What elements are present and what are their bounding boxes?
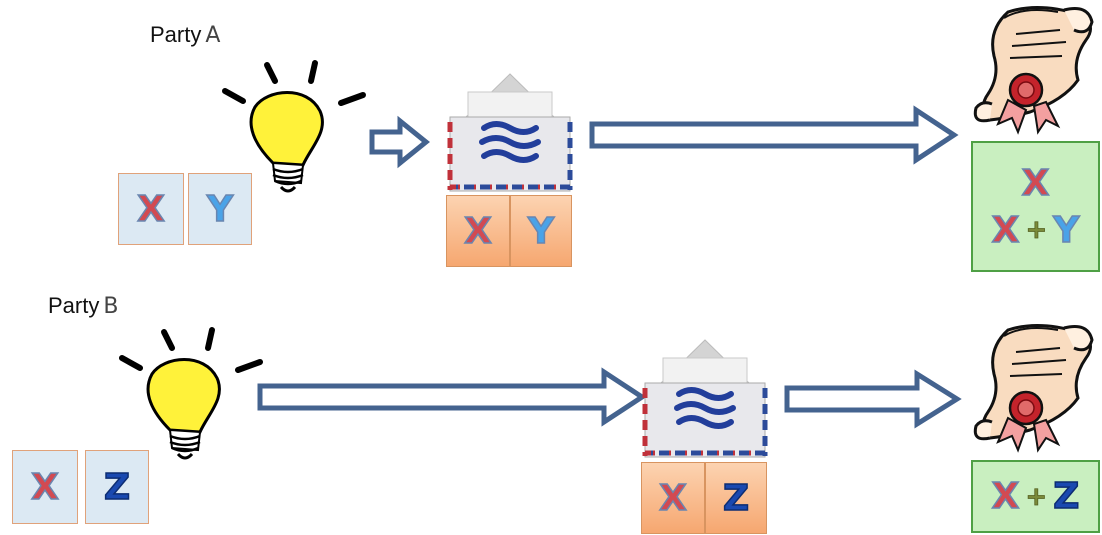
- lightbulb-icon: [119, 327, 263, 460]
- party-b-envelope-box-1: X: [641, 462, 705, 534]
- result-line-1: X: [1021, 162, 1050, 205]
- party-a-letter: A: [205, 23, 221, 48]
- arrow-right-icon: [369, 115, 430, 169]
- party-a-envelope-box-2: Y: [510, 195, 572, 267]
- symbol-x: X: [463, 210, 492, 253]
- envelope-icon: [447, 73, 576, 192]
- result-line-1: X + Z: [991, 475, 1080, 518]
- symbol-plus: +: [1025, 215, 1048, 246]
- party-a-idea-box-1: X: [118, 173, 184, 245]
- party-b-envelope-box-2: Z: [705, 462, 767, 534]
- party-b-idea-box-2: Z: [85, 450, 149, 524]
- symbol-z: Z: [103, 466, 131, 509]
- symbol-z: Z: [722, 477, 750, 520]
- symbol-x: X: [991, 475, 1020, 518]
- symbol-x: X: [991, 209, 1020, 252]
- result-line-2: X + Y: [991, 209, 1080, 252]
- lightbulb-icon: [222, 60, 366, 193]
- scroll-icon: [973, 5, 1094, 135]
- symbol-x: X: [30, 466, 59, 509]
- party-b-result-box: X + Z: [971, 460, 1100, 533]
- party-b-label-text: Party: [48, 293, 100, 318]
- envelope-icon: [642, 339, 771, 458]
- symbol-y: Y: [1052, 209, 1080, 252]
- symbol-z: Z: [1052, 475, 1080, 518]
- symbol-x: X: [1021, 162, 1050, 205]
- symbol-plus: +: [1025, 481, 1048, 512]
- arrow-right-icon: [589, 105, 959, 165]
- party-a-result-box: X X + Y: [971, 141, 1100, 272]
- symbol-y: Y: [527, 210, 555, 253]
- arrow-right-icon: [784, 369, 962, 429]
- arrow-right-icon: [257, 367, 647, 427]
- symbol-x: X: [658, 477, 687, 520]
- symbol-x: X: [136, 188, 165, 231]
- symbol-y: Y: [206, 188, 234, 231]
- party-a-label-text: Party: [150, 22, 202, 47]
- party-a-envelope-box-1: X: [446, 195, 510, 267]
- party-a-idea-box-2: Y: [188, 173, 252, 245]
- scroll-icon: [973, 323, 1094, 453]
- party-b-idea-box-1: X: [12, 450, 78, 524]
- party-b-letter: B: [103, 294, 119, 319]
